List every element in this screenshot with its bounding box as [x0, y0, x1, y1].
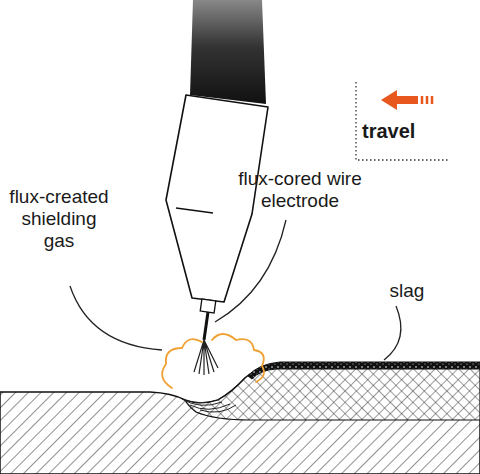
travel-arrow	[381, 90, 418, 110]
part-label: slag	[372, 280, 442, 302]
contact-tip	[200, 299, 216, 313]
part-label: flux-created shielding gas	[4, 186, 114, 252]
slag-layer	[248, 362, 480, 379]
weld-bead	[185, 368, 480, 420]
leader-line	[70, 286, 162, 350]
wire-electrode	[204, 312, 208, 340]
weld-pool	[182, 399, 236, 412]
part-label: flux-cored wire electrode	[222, 168, 378, 212]
base-plate	[0, 368, 480, 474]
gun-cable	[190, 0, 266, 104]
nozzle-seam	[176, 208, 213, 213]
shielding-gas	[162, 334, 264, 388]
travel-arrow-tail	[422, 96, 432, 104]
leader-line	[215, 220, 286, 322]
leader-line	[384, 306, 401, 360]
arc	[194, 340, 218, 375]
torch-nozzle	[166, 95, 268, 302]
travel-label: travel	[362, 120, 452, 142]
